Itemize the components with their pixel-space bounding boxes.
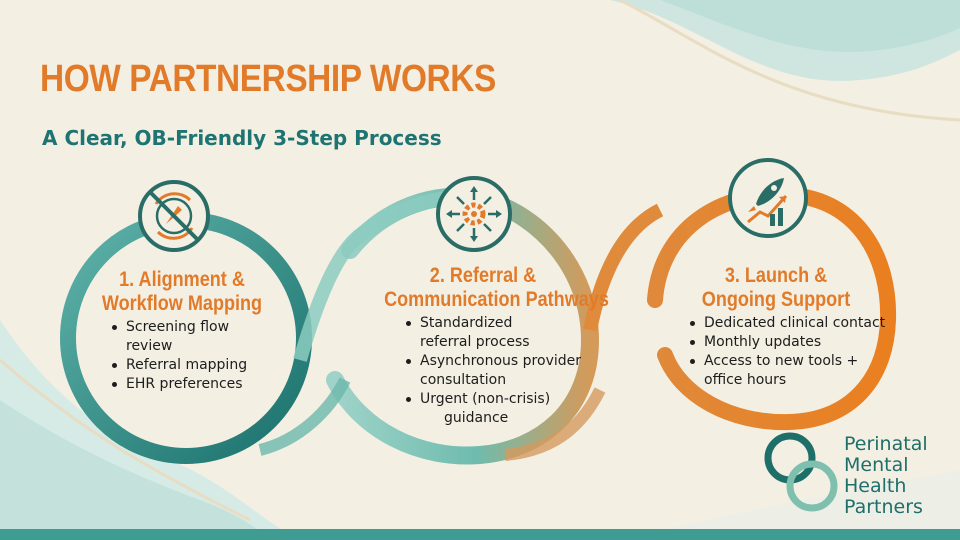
list-item: review [126,338,173,354]
list-item: Access to new tools + [686,352,885,371]
list-item: EHR preferences [108,375,247,394]
list-item: Referral mapping [108,356,247,375]
step-2-title: 2. Referral & Communication Pathways [384,264,609,311]
step-1-bullets: Screening flow review Referral mapping E… [108,318,247,394]
list-item: office hours [704,372,787,388]
step-1-title: 1. Alignment & Workflow Mapping [101,268,263,315]
step-2-bullets: Standardized referral process Asynchrono… [402,314,581,428]
list-item: Screening flow [108,318,247,337]
list-item: consultation [420,372,507,388]
list-item: referral process [420,334,530,350]
step-3-bullets: Dedicated clinical contact Monthly updat… [686,314,885,390]
gear-network-icon [436,176,512,252]
page-title: HOW PARTNERSHIP WORKS [40,58,496,100]
step-3-ring [647,186,897,431]
list-item: Standardized [402,314,581,333]
list-item: Asynchronous provider [402,352,581,371]
compass-arrows-icon [138,180,210,252]
list-item: Urgent (non-crisis) [402,390,581,409]
logo-wordmark: Perinatal Mental Health Partners [844,433,928,518]
rocket-growth-icon [728,158,808,238]
list-item: Monthly updates [686,333,885,352]
step-3-title: 3. Launch & Ongoing Support [701,264,851,311]
interlocking-circles-logo-icon [764,432,838,512]
list-item: guidance [444,410,509,426]
page-subtitle: A Clear, OB-Friendly 3-Step Process [42,126,442,150]
list-item: Dedicated clinical contact [686,314,885,333]
